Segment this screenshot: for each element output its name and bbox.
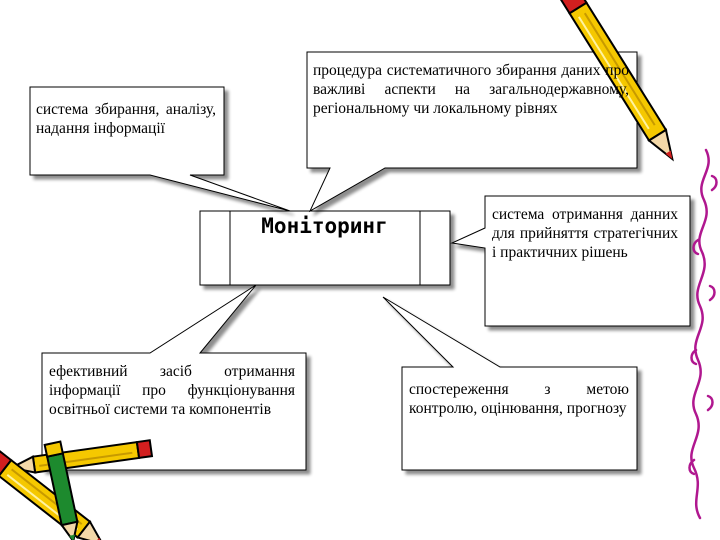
center-title: Моніторинг bbox=[232, 214, 417, 238]
callout-top-left-text: система збирання, аналізу, надання інфор… bbox=[36, 100, 216, 138]
callout-bottom-left-text: ефективний засіб отримання інформації пр… bbox=[49, 362, 295, 419]
pencils-bottom-left-icon bbox=[0, 440, 152, 540]
swirl-decoration-icon bbox=[690, 150, 717, 518]
callout-right-text: система отримання данних для прийняття с… bbox=[492, 205, 678, 262]
callout-top-right-text: процедура систематичного збирання даних … bbox=[313, 61, 629, 118]
callout-bottom-right-text: спостереження з метою контролю, оцінюван… bbox=[409, 380, 629, 418]
